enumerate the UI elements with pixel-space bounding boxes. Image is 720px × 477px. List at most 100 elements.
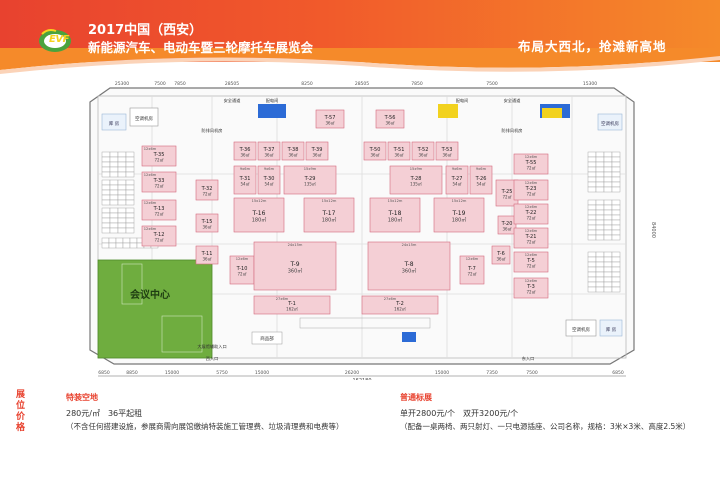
standard-booth (611, 156, 621, 163)
booth-area: 162㎡ (286, 306, 298, 312)
standard-booth (101, 189, 111, 196)
booth-size: 12x6m (144, 201, 157, 205)
standard-booth (595, 214, 605, 221)
booth-size: 24x15m (402, 243, 417, 247)
standard-booth (603, 271, 613, 278)
booth-code: T-16 (252, 210, 266, 217)
standard-booth (109, 189, 119, 196)
standard-booth (603, 261, 613, 268)
standard-booth (603, 166, 613, 173)
booth-size: 27x6m (384, 297, 397, 301)
standard-booth (117, 207, 127, 214)
special-booth (469, 165, 493, 195)
standard-booth (109, 156, 119, 163)
standard-booth (117, 227, 127, 234)
special-booth (315, 109, 345, 129)
booth-area: 180㎡ (452, 217, 467, 224)
booth-size: 12x6m (525, 253, 538, 257)
pricing-heading-char: 位 (16, 401, 26, 411)
standard-booth (125, 227, 135, 234)
shop-label: 商品部 (260, 335, 274, 342)
standard-booth (611, 251, 621, 258)
standard-booth (587, 181, 597, 188)
special-booth (375, 109, 405, 129)
booth-area: 72㎡ (202, 191, 211, 197)
standard-booth (117, 156, 127, 163)
booth-size: 9x6m (452, 167, 463, 171)
booth-area: 36㎡ (502, 226, 511, 232)
slogan: 布局大西北，抢滩新高地 (518, 39, 667, 54)
booth-area: 36㎡ (288, 152, 297, 158)
standard-booth (611, 151, 621, 158)
standard-booth (595, 286, 605, 293)
ac-room (565, 319, 597, 337)
standard-booth (603, 214, 613, 221)
standard-booth (611, 199, 621, 206)
standard-booth (595, 266, 605, 273)
booth-code: T-26 (475, 176, 487, 182)
booth-code: T-5 (526, 258, 535, 264)
standard-note: （配备一桌两椅、两只射灯、一只电源插座、公司名称，规格：3米×3米、高度2.5米… (400, 422, 691, 431)
booth-size: 9x6m (240, 167, 251, 171)
standard-booth (125, 212, 135, 219)
booth-area: 72㎡ (526, 289, 535, 295)
special-booth (369, 197, 421, 233)
standard-booth (603, 176, 613, 183)
booth-area: 36㎡ (442, 152, 451, 158)
booth-code: T-20 (501, 221, 513, 227)
booth-area: 72㎡ (467, 271, 476, 277)
booth-area: 54㎡ (476, 181, 485, 187)
meeting-room (121, 263, 143, 305)
booth-size: 12x6m (525, 279, 538, 283)
standard-booth (587, 151, 597, 158)
booth-area: 36㎡ (370, 152, 379, 158)
standard-booth (611, 271, 621, 278)
standard-booth (117, 161, 127, 168)
booth-size: 9x6m (264, 167, 275, 171)
booth-size: 12x6m (144, 147, 157, 151)
special-booth (363, 141, 387, 161)
standard-price: 单开2800元/个 双开3200元/个 (400, 409, 519, 418)
standard-booth (109, 217, 119, 224)
standard-booth (117, 222, 127, 229)
booth-code: T-17 (322, 210, 336, 217)
dimension-bottom: 5750 (216, 370, 228, 376)
standard-booth (117, 171, 127, 178)
standard-booth (117, 199, 127, 206)
standard-booth (587, 214, 597, 221)
standard-booth (109, 179, 119, 186)
booth-size: 12x6m (236, 257, 249, 261)
standard-booth (587, 199, 597, 206)
dimension-right: 84000 (650, 222, 656, 238)
special-note: （不含任何搭建设施，参展商需向展馆缴纳特装施工管理费、垃圾清理费和电费等） (66, 422, 344, 431)
dimension-bottom: 7500 (526, 370, 538, 376)
booth-size: 12x6m (466, 257, 479, 261)
standard-booth (611, 209, 621, 216)
meeting-center-area (97, 259, 213, 359)
standard-booth (603, 256, 613, 263)
special-booth (387, 141, 411, 161)
dimension-bottom: 8850 (126, 370, 138, 376)
special-title: 特装空地 (66, 393, 98, 402)
standard-booth (587, 276, 597, 283)
booth-area: 72㎡ (526, 165, 535, 171)
dimension-bottom: 7350 (486, 370, 498, 376)
ac-room (129, 107, 159, 127)
booth-code: T-15 (201, 219, 213, 225)
booth-area: 54㎡ (452, 181, 461, 187)
standard-booth (603, 186, 613, 193)
standard-booth (101, 222, 111, 229)
booth-area: 36㎡ (312, 152, 321, 158)
dimension-bottom: 6850 (98, 370, 110, 376)
standard-booth (595, 176, 605, 183)
special-booth (233, 197, 285, 233)
booth-code: T-32 (201, 186, 213, 192)
booth-code: T-56 (384, 115, 396, 121)
booth-size: 15x12m (252, 199, 267, 203)
standard-booth (611, 229, 621, 236)
booth-code: T-19 (452, 210, 466, 217)
hall-floor-plan: 1621802530075007850285058250285057850750… (89, 81, 656, 380)
shop-room (251, 331, 283, 345)
ac-room-label: 空调机房 (601, 120, 619, 127)
